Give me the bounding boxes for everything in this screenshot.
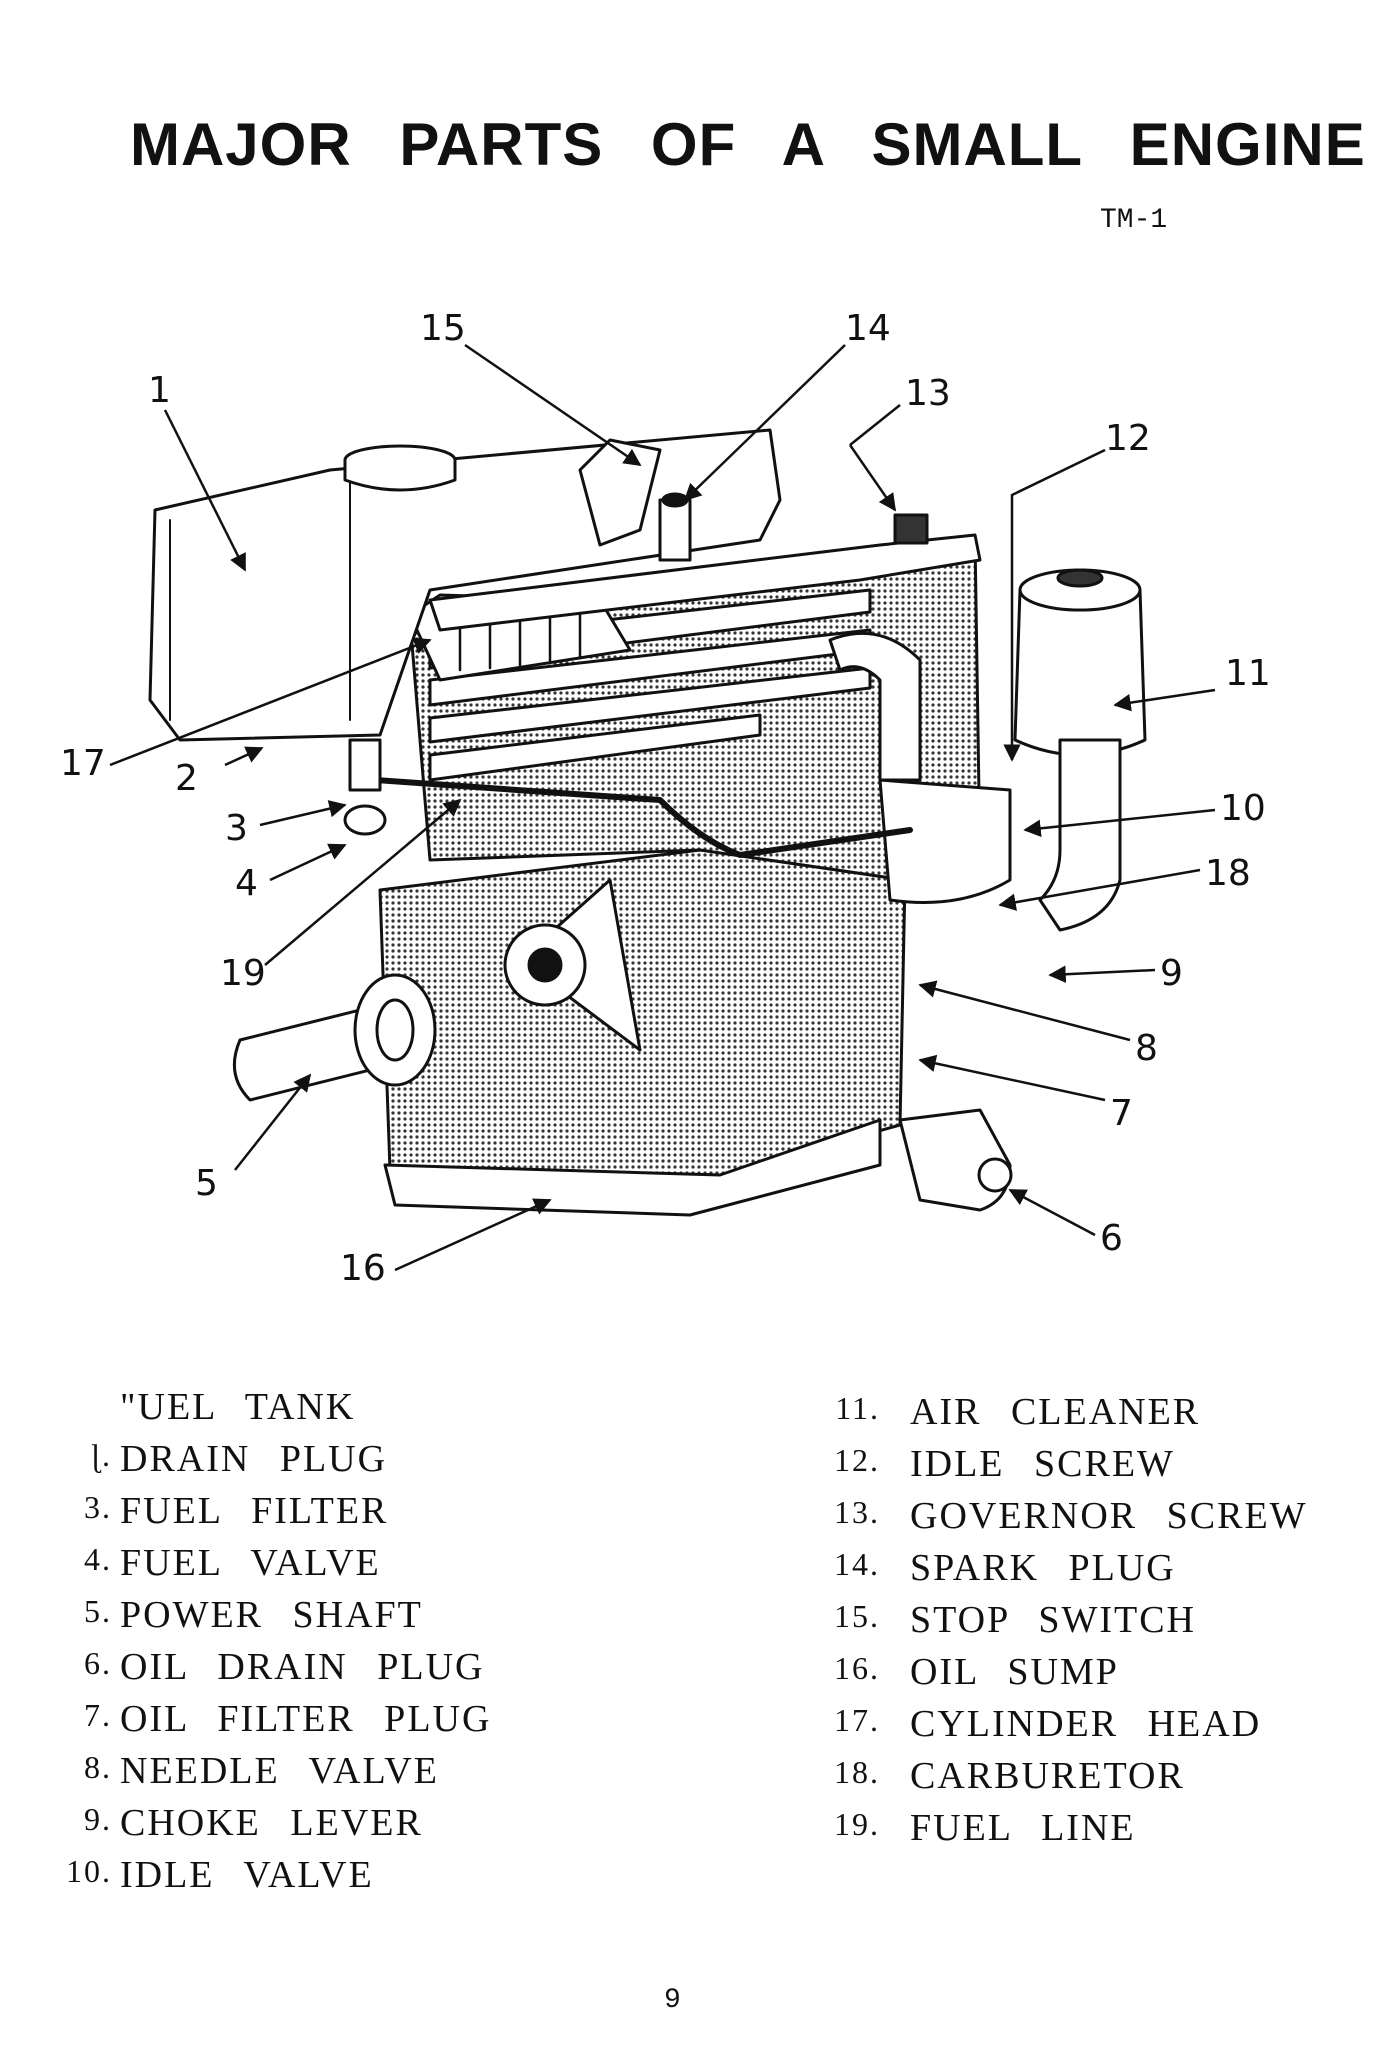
legend-number: ɭ. <box>91 1437 112 1473</box>
leader-18 <box>998 868 1201 911</box>
legend-label: "UEL TANK <box>120 1386 356 1428</box>
legend-label: CARBURETOR <box>910 1755 1185 1797</box>
leader-7 <box>918 1054 1106 1102</box>
legend-label: POWER SHAFT <box>120 1594 423 1636</box>
leader-10 <box>1023 808 1216 838</box>
callout-5: 5 <box>195 1163 218 1204</box>
oil-sump <box>383 1118 882 1217</box>
legend-number: 10. <box>66 1853 112 1889</box>
legend-label: IDLE VALVE <box>120 1854 374 1896</box>
callout-9: 9 <box>1160 953 1183 994</box>
leader-4 <box>269 843 347 882</box>
legend-number: 5. <box>84 1593 112 1629</box>
stop-switch-shape <box>578 438 662 547</box>
callout-13: 13 <box>905 373 951 414</box>
page-number: 9 <box>664 1985 681 2016</box>
intake-pipe <box>828 631 922 782</box>
callout-10: 10 <box>1220 788 1266 829</box>
page-title: MAJOR PARTS OF A SMALL ENGINE <box>130 111 1366 178</box>
leader-12 <box>1003 448 1106 762</box>
callout-numbers: 1 2 3 4 5 6 7 8 9 10 11 12 13 14 15 16 1… <box>60 308 1271 1289</box>
legend-number: 4. <box>84 1541 112 1577</box>
crankcase <box>378 848 907 1177</box>
fuel-line-shape <box>372 777 913 858</box>
leader-19 <box>264 798 462 966</box>
legend-label: GOVERNOR SCREW <box>910 1495 1308 1537</box>
fuel-filter-shape <box>348 738 382 792</box>
legend-label: NEEDLE VALVE <box>120 1750 439 1792</box>
carburetor-shape <box>878 778 1012 904</box>
callout-leaders <box>109 343 1216 1272</box>
leader-16 <box>394 1198 552 1272</box>
callout-19: 19 <box>220 953 266 994</box>
legend-number: 9. <box>84 1801 112 1837</box>
leader-9 <box>1048 965 1156 983</box>
callout-14: 14 <box>845 308 891 349</box>
legend-number: 19. <box>834 1806 880 1842</box>
legend-number: 11. <box>835 1390 880 1426</box>
governor-screw-shape <box>893 513 929 545</box>
callout-15: 15 <box>420 308 466 349</box>
fuel-valve-shape <box>343 804 387 836</box>
legend-label: SPARK PLUG <box>910 1547 1176 1589</box>
callout-18: 18 <box>1205 853 1251 894</box>
leader-6 <box>1008 1188 1096 1237</box>
legend-label: CYLINDER HEAD <box>910 1703 1262 1745</box>
legend-number: 15. <box>834 1598 880 1634</box>
legend-label: OIL SUMP <box>910 1651 1119 1693</box>
callout-16: 16 <box>340 1248 386 1289</box>
callout-3: 3 <box>225 808 248 849</box>
spark-plug-shape <box>658 498 692 562</box>
leader-15 <box>464 343 642 467</box>
intake-elbow <box>1038 738 1122 932</box>
engine-illustration <box>148 428 1147 1217</box>
legend-label: FUEL VALVE <box>120 1542 381 1584</box>
callout-7: 7 <box>1110 1093 1133 1134</box>
legend-number: 14. <box>834 1546 880 1582</box>
legend-label: FUEL LINE <box>910 1807 1136 1849</box>
legend-number: 8. <box>84 1749 112 1785</box>
callout-8: 8 <box>1135 1028 1158 1069</box>
leader-11 <box>1113 688 1216 712</box>
legend-number: 16. <box>834 1650 880 1686</box>
callout-2: 2 <box>175 758 198 799</box>
leader-5 <box>234 1073 312 1171</box>
leader-17 <box>109 637 432 767</box>
callout-11: 11 <box>1225 653 1271 694</box>
leader-14 <box>683 344 846 502</box>
legend-label: STOP SWITCH <box>910 1599 1196 1641</box>
legend-label: CHOKE LEVER <box>120 1802 423 1844</box>
leader-13 <box>849 404 901 446</box>
leader-2 <box>224 746 264 767</box>
leader-8 <box>918 980 1131 1042</box>
legend-number: 7. <box>84 1697 112 1733</box>
legend-label: DRAIN PLUG <box>120 1438 388 1480</box>
legend-label: AIR CLEANER <box>910 1391 1201 1433</box>
leader-3 <box>259 800 347 827</box>
air-cleaner-shape <box>1013 588 1147 757</box>
engine-diagram: 1 2 3 4 5 6 7 8 9 10 11 12 13 14 15 16 1… <box>60 308 1271 1289</box>
callout-12: 12 <box>1105 418 1151 459</box>
legend-number: 18. <box>834 1754 880 1790</box>
leader-13b <box>848 444 897 512</box>
legend-label: IDLE SCREW <box>910 1443 1175 1485</box>
legend-label: OIL DRAIN PLUG <box>120 1646 485 1688</box>
legend-number: 6. <box>84 1645 112 1681</box>
leader-1 <box>163 409 247 572</box>
legend-label: FUEL FILTER <box>120 1490 389 1532</box>
sheet-code: TM-1 <box>1100 205 1168 236</box>
legend-number: 12. <box>834 1442 880 1478</box>
legend-number: 17. <box>834 1702 880 1738</box>
legend-number: 13. <box>834 1494 880 1530</box>
callout-17: 17 <box>60 743 106 784</box>
callout-6: 6 <box>1100 1218 1123 1259</box>
callout-1: 1 <box>148 370 171 411</box>
callout-4: 4 <box>235 863 258 904</box>
legend-label: OIL FILTER PLUG <box>120 1698 492 1740</box>
engine-top <box>428 533 982 632</box>
legend-number: 3. <box>84 1489 112 1525</box>
